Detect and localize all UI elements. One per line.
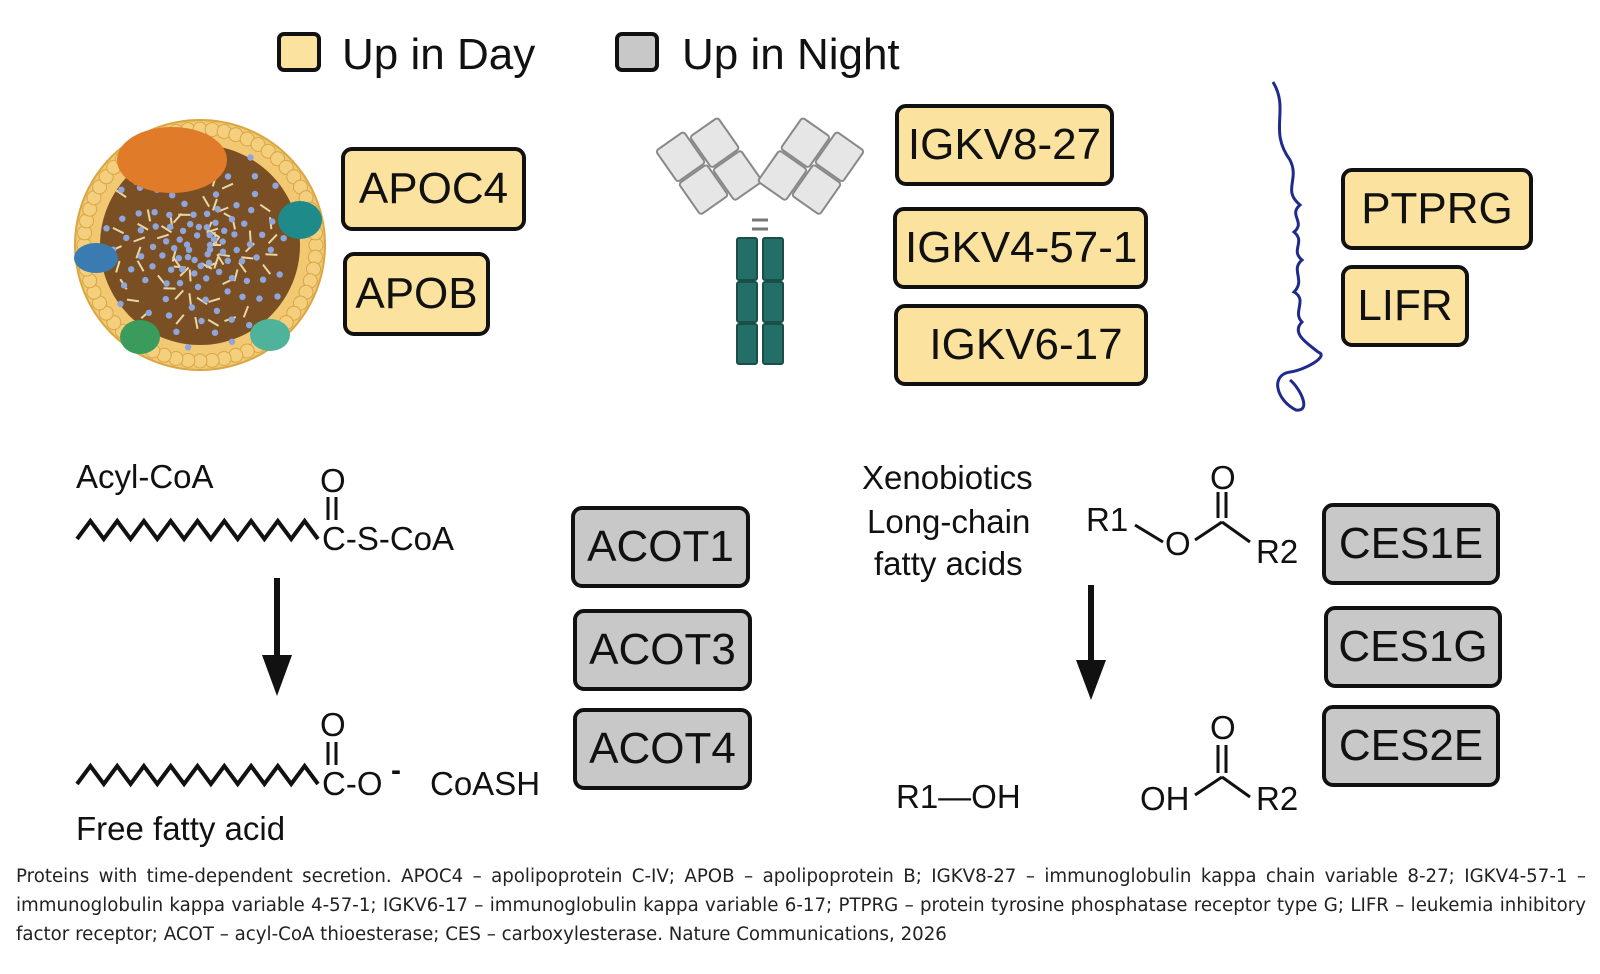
coash-label: CoASH: [430, 765, 541, 802]
tag-acot3: ACOT3: [573, 609, 752, 691]
reaction-arrow-right: [1076, 585, 1106, 700]
substrate-fatty-acids: fatty acids: [874, 545, 1023, 582]
tag-ces1e: CES1E: [1322, 503, 1500, 585]
ester-oxygen: O: [1165, 525, 1191, 562]
alcohol-product: R1—OH: [896, 778, 1021, 815]
receptor-chain-icon: [1271, 81, 1323, 412]
figure-caption: Proteins with time-dependent secretion. …: [16, 866, 1586, 945]
acid-bonds: [1194, 745, 1251, 799]
tag-acot4: ACOT4: [573, 708, 752, 790]
tag-igkv8-27: IGKV8-27: [895, 104, 1114, 186]
tag-igkv6-17: IGKV6-17: [894, 304, 1148, 386]
thioester-group: C-S-CoA: [322, 520, 455, 557]
substrate-long-chain: Long-chain: [867, 503, 1031, 540]
acyl-coa-label: Acyl-CoA: [76, 458, 214, 495]
acid-r2: R2: [1256, 780, 1299, 817]
lipoprotein-particle-icon: [74, 119, 326, 371]
acid-oh: OH: [1140, 780, 1190, 817]
tag-ptprg: PTPRG: [1341, 168, 1533, 250]
tag-igkv4-57-1: IGKV4-57-1: [893, 207, 1148, 289]
carboxylate-group: C-O: [322, 765, 383, 802]
antibody-icon: [655, 117, 865, 365]
legend-day-label: Up in Day: [342, 30, 536, 79]
substrate-xenobiotics: Xenobiotics: [862, 459, 1033, 496]
tag-ces2e: CES2E: [1322, 705, 1500, 787]
tag-acot1: ACOT1: [571, 506, 750, 588]
tag-ces1g: CES1G: [1324, 606, 1502, 688]
carboxylate-charge: -: [391, 754, 401, 787]
tag-lifr: LIFR: [1341, 265, 1469, 347]
legend-day-swatch: [277, 32, 321, 72]
reaction-arrow-left: [262, 578, 292, 696]
legend-night-swatch: [615, 32, 659, 72]
tag-apoc4: APOC4: [341, 147, 526, 231]
ester-bonds: [1134, 492, 1251, 544]
acyl-carbonyl-o: O: [320, 462, 346, 499]
fatty-acid-carbonyl-o: O: [320, 706, 346, 743]
ester-carbonyl-o: O: [1210, 459, 1236, 496]
acyl-chain-top: [75, 517, 320, 543]
free-fatty-acid-label: Free fatty acid: [76, 810, 286, 847]
tag-apob: APOB: [343, 252, 490, 336]
ester-r1: R1: [1086, 501, 1129, 538]
acid-carbonyl-o: O: [1210, 709, 1236, 746]
acyl-chain-bottom: [75, 762, 320, 788]
legend-night-label: Up in Night: [682, 30, 900, 79]
ester-r2: R2: [1256, 533, 1299, 570]
